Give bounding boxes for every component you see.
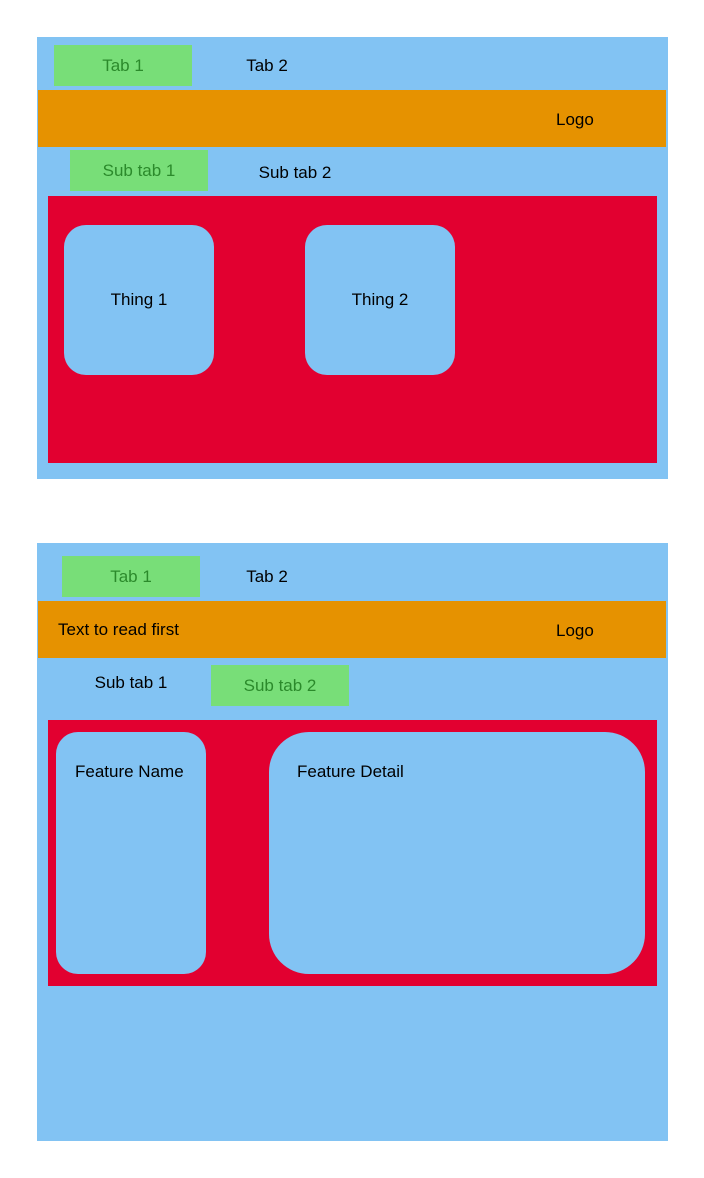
card-label: Thing 1 xyxy=(110,290,168,309)
mockup-2-feature-name-panel[interactable]: Feature Name xyxy=(56,732,206,974)
mockup-2-tab-1[interactable]: Tab 1 xyxy=(62,556,200,597)
mockup-1-tab-1[interactable]: Tab 1 xyxy=(54,45,192,86)
feature-detail-label: Feature Detail xyxy=(297,762,404,781)
mockup-2-sub-tab-2[interactable]: Sub tab 2 xyxy=(211,665,349,706)
feature-name-label: Feature Name xyxy=(75,762,184,781)
mockup-2-header-bar xyxy=(38,601,666,658)
mockup-1-logo[interactable]: Logo xyxy=(556,110,594,129)
mockup-1-sub-tab-2[interactable]: Sub tab 2 xyxy=(258,162,332,182)
mockup-1-card-thing-1[interactable]: Thing 1 xyxy=(64,225,214,375)
mockup-1-sub-tab-1[interactable]: Sub tab 1 xyxy=(70,150,208,191)
mockup-1-header-bar xyxy=(38,90,666,147)
mockup-2-feature-detail-panel[interactable]: Feature Detail xyxy=(269,732,645,974)
mockup-2-logo[interactable]: Logo xyxy=(556,621,594,640)
mockup-2-sub-tab-1[interactable]: Sub tab 1 xyxy=(94,672,168,692)
mockup-2-tab-2[interactable]: Tab 2 xyxy=(246,566,288,586)
mockup-1-card-thing-2[interactable]: Thing 2 xyxy=(305,225,455,375)
mockup-2-header-text: Text to read first xyxy=(58,620,179,639)
card-label: Thing 2 xyxy=(351,290,409,309)
mockup-1-tab-2[interactable]: Tab 2 xyxy=(246,55,288,75)
